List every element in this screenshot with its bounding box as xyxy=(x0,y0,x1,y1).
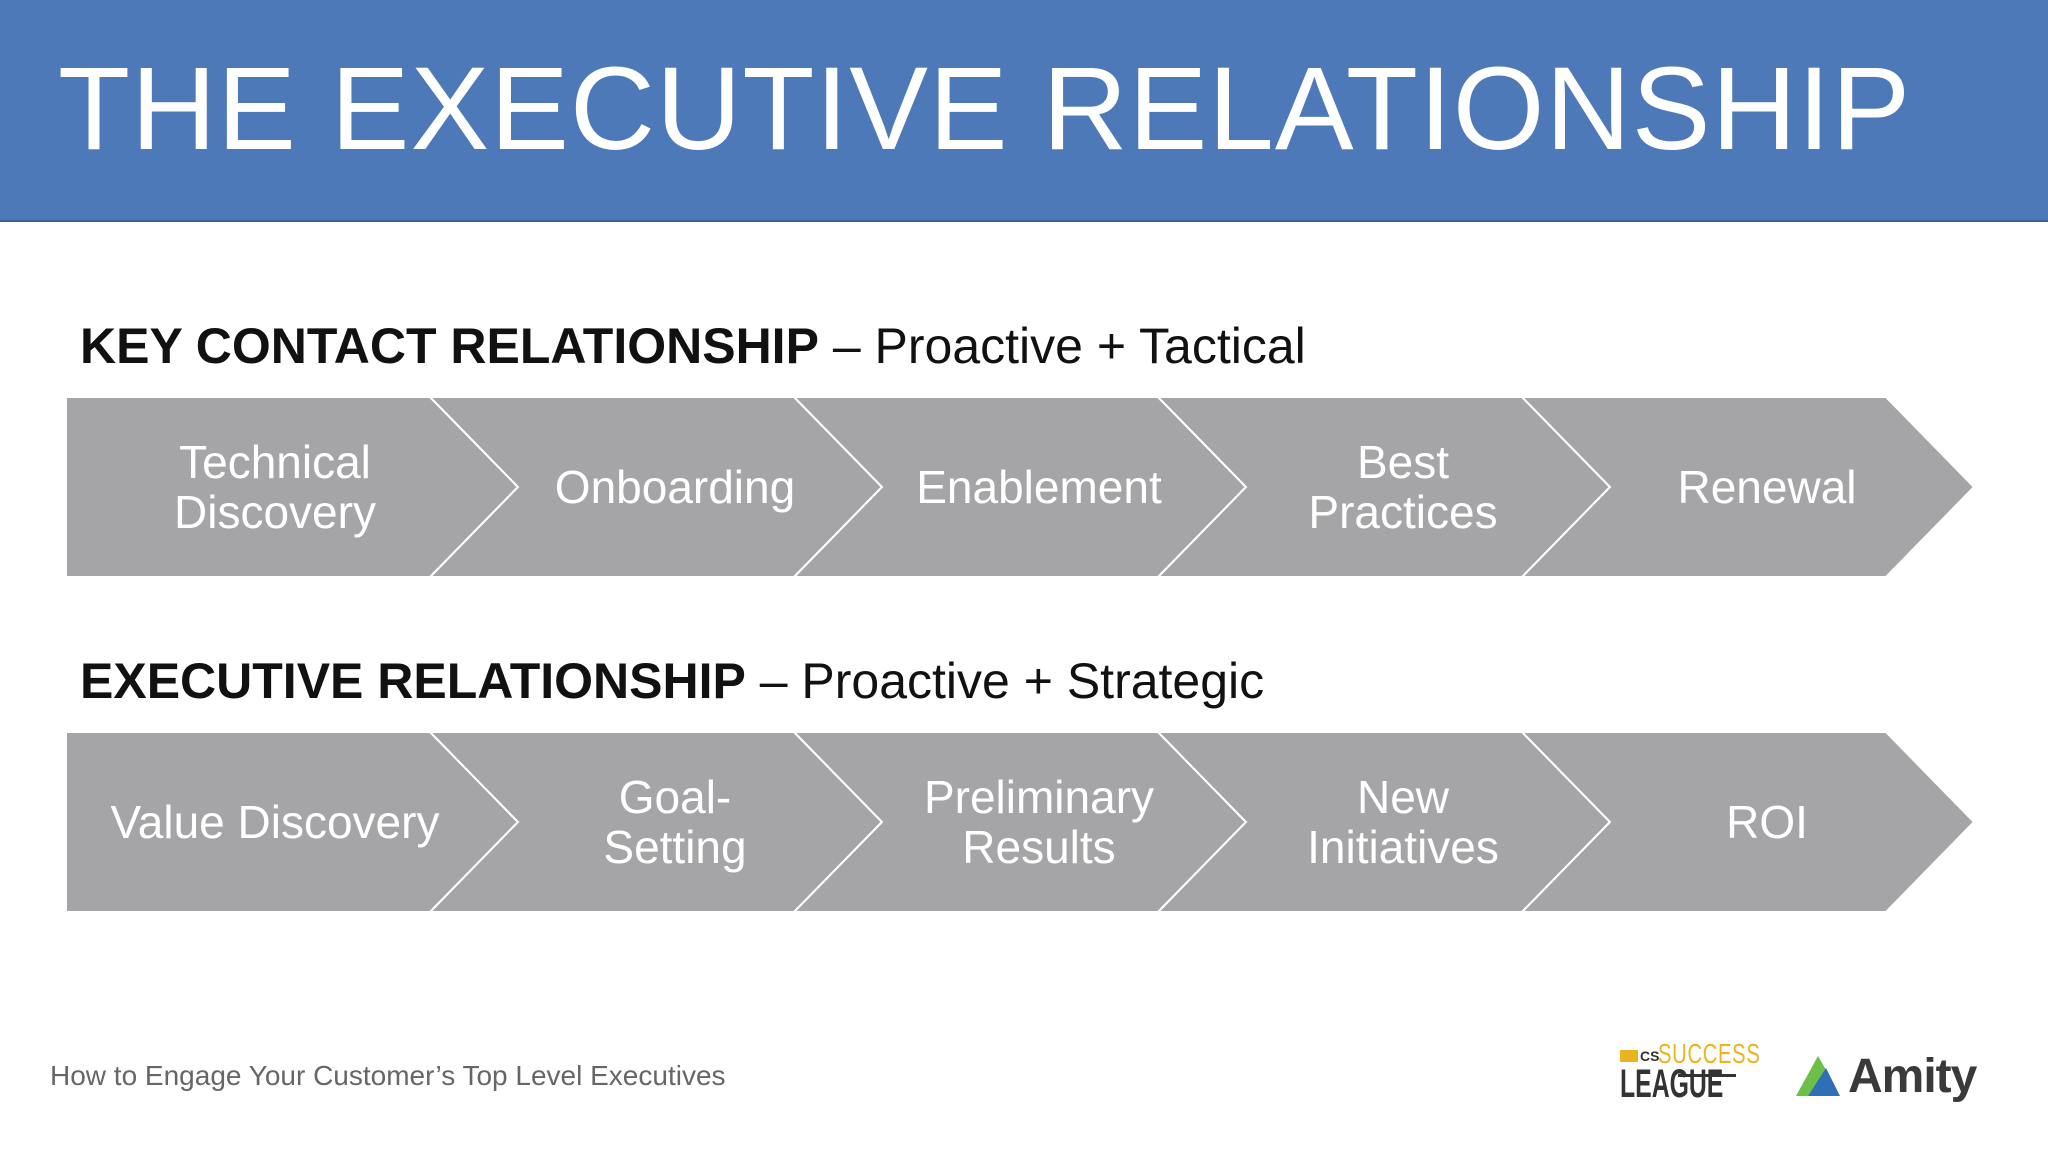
title-bar: THE EXECUTIVE RELATIONSHIP xyxy=(0,0,2048,222)
chevron-step-label: New Initiatives xyxy=(1307,771,1499,873)
chevron-step-label: Technical Discovery xyxy=(174,436,376,538)
league-logo-rule xyxy=(1678,1074,1736,1077)
key-contact-heading-rest: – Proactive + Tactical xyxy=(818,318,1306,374)
executive-heading-bold: EXECUTIVE RELATIONSHIP xyxy=(80,653,746,709)
chevron-step-label: Goal- Setting xyxy=(603,771,747,873)
chevron-step-shape xyxy=(1519,396,1976,578)
chevron-step-shape xyxy=(1519,731,1976,913)
amity-logo: Amity xyxy=(1794,1050,1977,1106)
key-contact-process-row: Technical Discovery Onboarding Enablement B… xyxy=(65,396,1976,578)
chevron-step-label: Value Discovery xyxy=(110,796,440,848)
league-logo-success-word: SUCCESS xyxy=(1658,1038,1761,1069)
chevron-step-label: Renewal xyxy=(1677,461,1857,513)
success-league-logo: CS SUCCESS LEAGUE xyxy=(1616,1040,1760,1106)
amity-logo-word: Amity xyxy=(1848,1050,1977,1103)
key-contact-heading-bold: KEY CONTACT RELATIONSHIP xyxy=(80,318,819,374)
key-contact-heading: KEY CONTACT RELATIONSHIP – Proactive + T… xyxy=(80,316,1306,376)
league-logo-bar xyxy=(1620,1050,1638,1062)
chevron-step-label: Onboarding xyxy=(554,461,796,513)
chevron-row-graphic xyxy=(65,731,1976,913)
league-logo-league-word: LEAGUE xyxy=(1620,1062,1724,1106)
executive-heading: EXECUTIVE RELATIONSHIP – Proactive + Str… xyxy=(80,651,1264,711)
executive-heading-rest: – Proactive + Strategic xyxy=(745,653,1265,709)
executive-process-row: Value Discovery Goal- Setting Preliminary … xyxy=(65,731,1976,913)
chevron-step-label: Best Practices xyxy=(1308,436,1498,538)
amity-mountain-icon xyxy=(1796,1056,1840,1096)
slide-title: THE EXECUTIVE RELATIONSHIP xyxy=(58,43,1912,175)
chevron-step-label: Preliminary Results xyxy=(923,771,1155,873)
chevron-step-label: Enablement xyxy=(916,461,1162,513)
league-logo-cs: CS xyxy=(1640,1048,1660,1064)
footer-caption: How to Engage Your Customer’s Top Level … xyxy=(50,1060,726,1091)
chevron-step-label: ROI xyxy=(1726,796,1808,848)
chevron-row-graphic xyxy=(65,396,1976,578)
